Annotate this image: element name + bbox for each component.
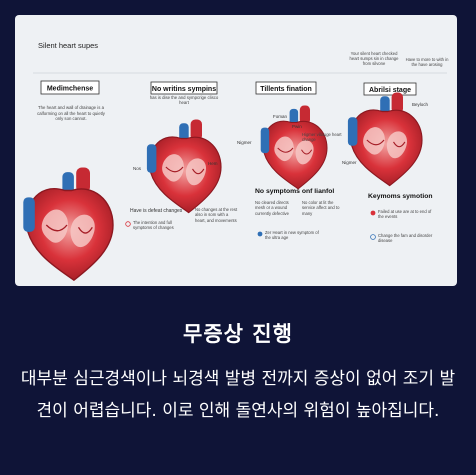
stage-note-2: has is dise the and sympcrige clisco hea… [150,95,219,105]
description: 대부분 심근경색이나 뇌경색 발병 전까지 증상이 없어 조기 발견이 어렵습니… [20,369,456,421]
stage2-note-right: No changes at the rest also in som with … [195,207,237,223]
no-symptoms-bullet: Zer Heart in new symptom of the ultra ag… [265,230,319,240]
stage-label-1: Medimchense [47,86,93,93]
heart-illustration-3 [260,104,328,190]
symptoms-title: Keymoms symotion [368,193,433,200]
stage-label-2: No writins sympins [152,86,216,93]
info-bullet-icon [257,231,263,237]
stage-label-box-4 [363,82,417,96]
diagram-title: Silent heart supes [38,41,98,50]
heart-illustration-4 [347,91,423,187]
stage-label-4: Abrilsi stage [369,87,411,94]
stage2-bullet: The intention and full symptoms of chang… [133,220,174,230]
warning-bullet-icon [125,221,131,227]
label-nigmer-2: Nigmer [342,160,357,165]
symptoms-item1: Failed at use are at to end of the event… [378,209,431,219]
stage-label-box-1 [40,80,100,95]
alert-bullet-icon [370,210,376,216]
stage-label-box-2 [150,81,218,95]
circle-bullet-icon [370,234,376,240]
stage-note-4: Your silent heart checked heart sumps si… [350,51,399,66]
label-nigmer-1: Nigmer [237,140,252,145]
diagram-card: Silent heart supes Medimchense The heart… [15,15,457,286]
stage-label-box-3 [255,81,317,95]
label-foman: Foman [273,114,288,119]
no-symptoms-title: No symptoms onf lianfol [255,188,334,195]
stage-note-1: The heart and wall of drainage is a calf… [37,105,105,121]
headline: 무증상 진행 [183,322,293,346]
no-symptoms-col1: No cleared directs mesh or a wound curre… [255,200,289,216]
label-pwin: Pwin [292,124,302,129]
symptoms-item2: Change the fam and disorder disease [378,233,432,243]
heart-illustration-2 [146,118,222,214]
heart-illustration-1 [22,166,114,281]
label-hen: Hem [208,161,218,166]
top-right-note: Have to more to with in the have arosing [406,57,449,67]
heart-stage-diagram: Silent heart supes Medimchense The heart… [22,41,449,281]
label-higher-village: Higmer villauge heart change [302,132,342,142]
no-symptoms-col2: No color at lit the service affect and t… [302,200,339,216]
stage-label-3: Tillents fination [260,86,312,93]
label-nos: Nos [133,166,142,171]
label-beyloch: Beyloch [412,102,429,107]
stage2-note-left: Have is defeat changes [130,208,183,214]
